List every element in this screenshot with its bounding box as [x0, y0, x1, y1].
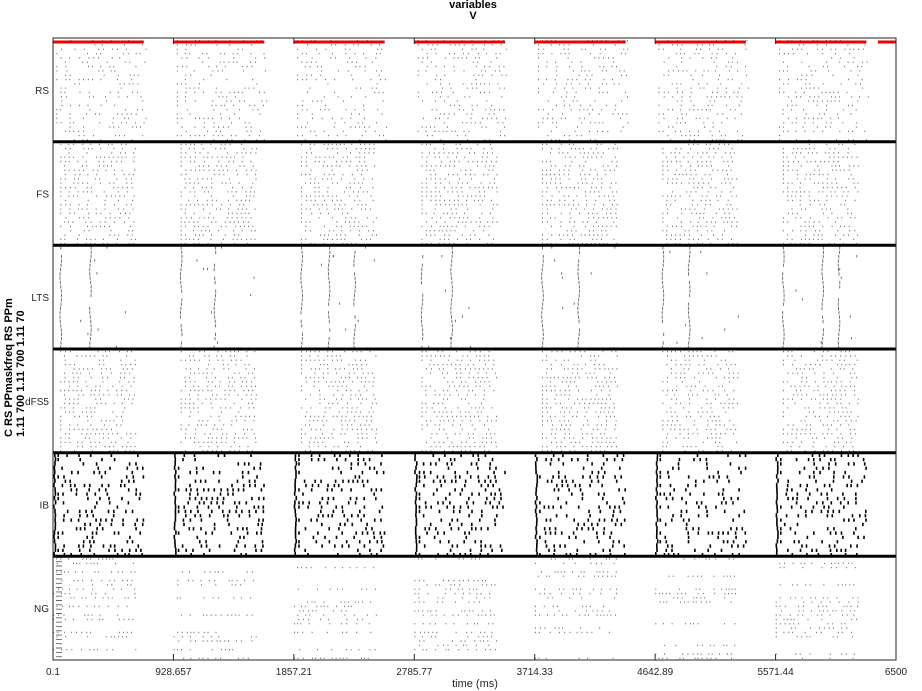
y-tick-label-ib: IB — [40, 501, 50, 512]
x-tick-label: 4642.89 — [637, 667, 674, 678]
x-tick-label: 6500 — [885, 667, 908, 678]
y-tick-label-fs: FS — [36, 190, 49, 201]
population-band-rs: RS — [35, 40, 869, 141]
y-tick-label-ng: NG — [34, 604, 49, 615]
x-tick-label: 2785.77 — [396, 667, 433, 678]
population-band-ib: IB — [40, 452, 867, 557]
x-axis-label: time (ms) — [452, 678, 498, 690]
y-tick-label-lts: LTS — [31, 293, 49, 304]
x-tick-label: 3714.33 — [517, 667, 554, 678]
x-tick-5: 4642.89 — [637, 38, 674, 678]
population-band-lts: LTS — [31, 246, 858, 349]
x-tick-3: 2785.77 — [396, 38, 433, 678]
x-tick-label: 928.657 — [155, 667, 192, 678]
x-tick-1: 928.657 — [155, 38, 192, 678]
y-tick-label-dfs5: dFS5 — [25, 397, 49, 408]
spike-raster-lts — [59, 246, 858, 349]
population-band-ng: NG — [34, 556, 859, 659]
spike-raster-rs — [56, 40, 869, 141]
spike-raster-ib — [53, 452, 867, 557]
title-line-1: variables — [449, 0, 497, 11]
x-tick-7: 6500 — [885, 38, 908, 678]
plot-frame — [52, 37, 897, 661]
x-tick-6: 5571.44 — [757, 38, 794, 678]
x-tick-2: 1857.21 — [276, 38, 313, 678]
x-tick-label: 5571.44 — [757, 667, 794, 678]
y-tick-label-rs: RS — [35, 86, 49, 97]
spike-raster-ng — [53, 556, 859, 659]
chart-title: variables V — [0, 0, 922, 22]
title-line-2: V — [469, 10, 477, 22]
x-tick-4: 3714.33 — [517, 38, 554, 678]
spike-raster-dfs5 — [60, 351, 859, 452]
population-band-dfs5: dFS5 — [25, 351, 859, 452]
spike-raster-fs — [60, 143, 859, 245]
x-tick-label: 0.1 — [46, 667, 60, 678]
population-band-fs: FS — [36, 143, 859, 245]
x-tick-0: 0.1 — [46, 38, 60, 678]
x-tick-label: 1857.21 — [276, 667, 313, 678]
